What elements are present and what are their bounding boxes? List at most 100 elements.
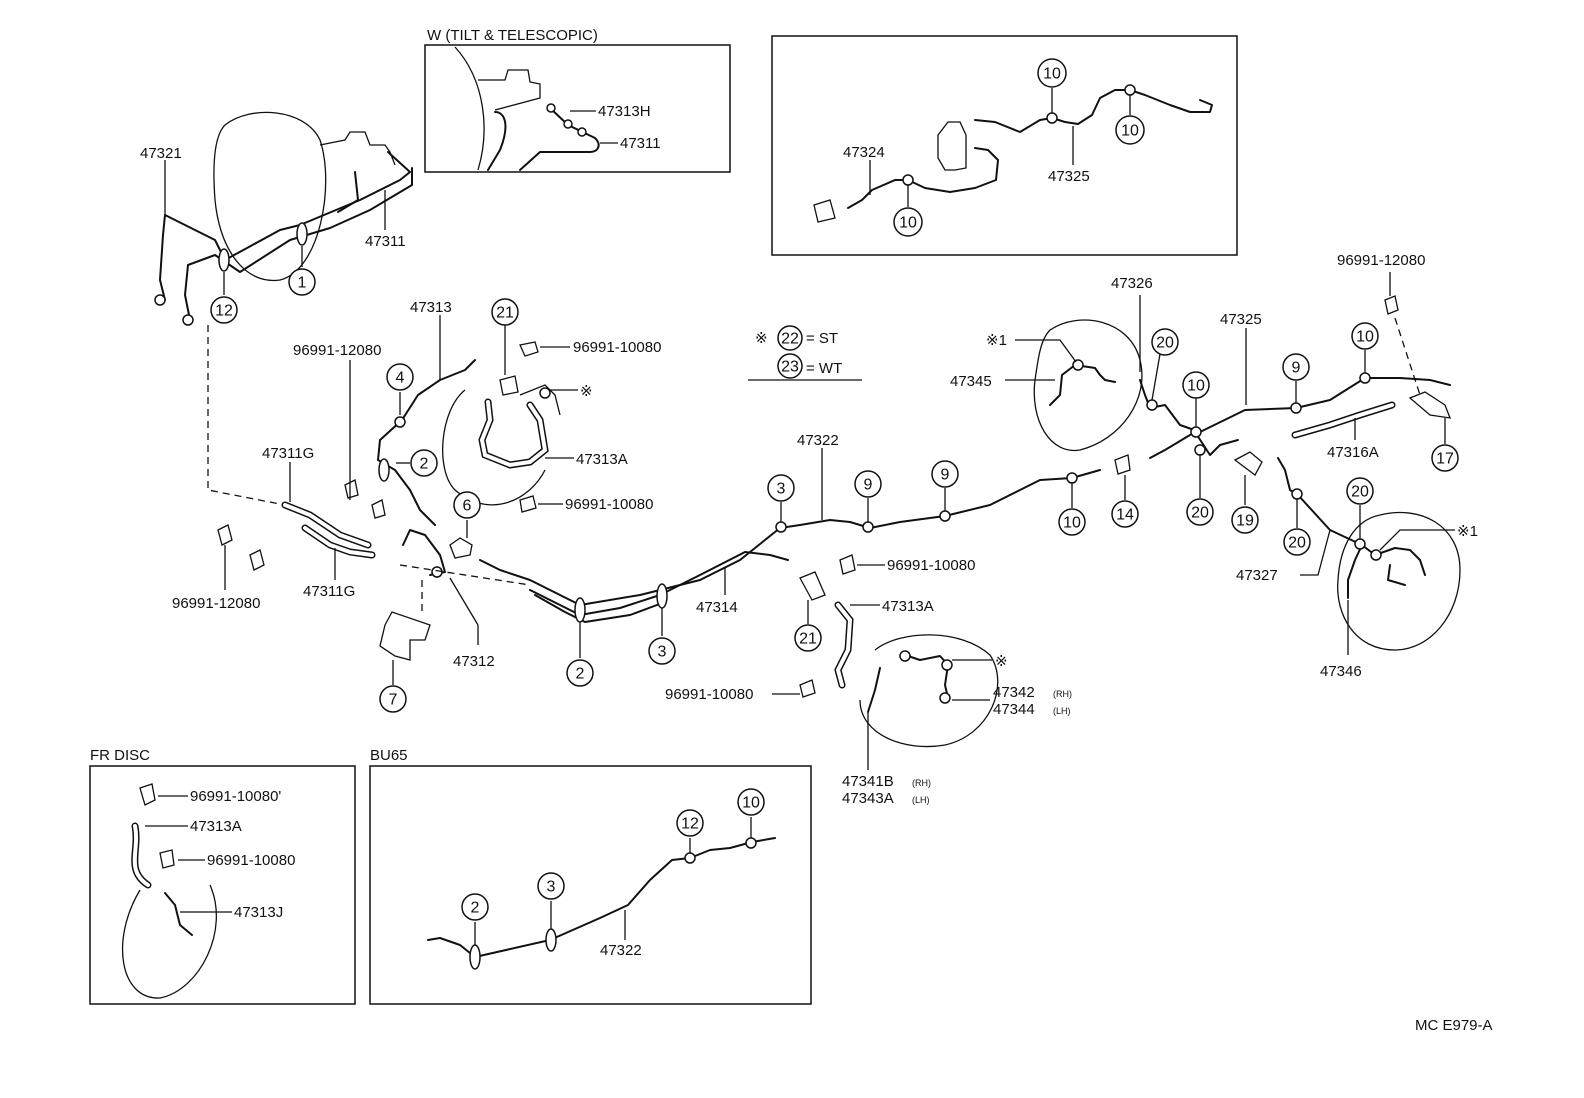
label-47312: 47312 [453, 653, 495, 670]
callout-10-bu65-text: 10 [742, 795, 760, 812]
callout-10-inset-a-text: 10 [1043, 66, 1061, 83]
label-47313A-disc: 47313A [190, 818, 242, 835]
page-code: MC E979-A [1415, 1017, 1493, 1034]
clip [344, 479, 359, 499]
callout-9-a-text: 9 [864, 477, 873, 494]
mark-1-a: ※1 [986, 332, 1007, 349]
label-47345: 47345 [950, 373, 992, 390]
rotor-front-right [859, 634, 999, 748]
clamp [218, 248, 230, 272]
clip [371, 499, 386, 519]
callout-9-c [1282, 353, 1310, 381]
hose-47313A-b-inner [835, 603, 853, 687]
callout-3-bu65-text: 3 [547, 879, 556, 896]
callout-17 [1431, 444, 1459, 472]
label-47313H: 47313H [598, 103, 651, 120]
callout-12-bu65 [676, 809, 704, 837]
pipe-47322 [479, 469, 1101, 606]
legend-row-1: = ST [806, 330, 838, 347]
label-47322: 47322 [797, 432, 839, 449]
callout-6-text: 6 [463, 498, 472, 515]
pipe-rear-right-2 [1387, 564, 1406, 586]
label-47313A-b: 47313A [882, 598, 934, 615]
callout-21-b [794, 624, 822, 652]
fitting [1072, 359, 1084, 371]
label-47326: 47326 [1111, 275, 1153, 292]
fr-disc-clip-1 [139, 783, 156, 806]
clamp-point [902, 174, 914, 186]
pipe-47327 [1277, 457, 1426, 576]
callout-10-bu65 [737, 788, 765, 816]
pipe-47321 [159, 151, 411, 301]
label-47313J: 47313J [234, 904, 283, 921]
tilt-booster-outline [454, 46, 485, 171]
top-right-pipe-47325 [974, 89, 1213, 133]
callout-3-a [767, 474, 795, 502]
clamp [1066, 472, 1078, 484]
mark-b: ※ [995, 653, 1008, 670]
hose-47316A-inner [1293, 403, 1394, 437]
callout-21-a [491, 298, 519, 326]
pipe-47342 [904, 654, 949, 699]
hoses-47311G: 47311G 47311G 96991-12080 [172, 445, 376, 612]
callout-9-b-text: 9 [941, 467, 950, 484]
callout-20-c [1283, 528, 1311, 556]
callout-6 [453, 491, 481, 519]
callout-17-text: 17 [1436, 451, 1454, 468]
leader [1300, 529, 1331, 576]
clip [839, 554, 856, 575]
label-47342-sub: (RH) [1053, 689, 1072, 699]
callout-10-a [1058, 508, 1086, 536]
bracket-21 [799, 571, 826, 601]
bu65-title: BU65 [370, 747, 408, 764]
clamp-point [1124, 84, 1136, 96]
fitting [154, 294, 166, 306]
label-47346: 47346 [1320, 663, 1362, 680]
rear-left-drum [1033, 319, 1143, 452]
fitting [539, 387, 551, 399]
callout-9-b [931, 460, 959, 488]
fr-disc-inset-frame [89, 765, 356, 1005]
bu65-inset: BU65 2 3 12 10 47322 [369, 747, 812, 1005]
fitting [899, 650, 911, 662]
callout-2-a-text: 2 [420, 456, 429, 473]
callout-3-bu65 [537, 872, 565, 900]
callout-10-b [1182, 371, 1210, 399]
hose-47311G-b-inner [303, 526, 374, 557]
clamp [1290, 402, 1302, 414]
mark-a: ※ [580, 383, 593, 400]
label-96991-12080-b: 96991-12080 [172, 595, 260, 612]
top-right-inset: 47324 47325 10 10 10 [771, 35, 1238, 256]
clip [519, 341, 539, 357]
leader [1015, 339, 1077, 363]
label-47321: 47321 [140, 145, 182, 162]
callout-21-b-text: 21 [799, 631, 817, 648]
label-47311G-b: 47311G [303, 583, 355, 600]
label-47311: 47311 [365, 233, 406, 250]
bu65-inset-frame [369, 765, 812, 1005]
callout-20-d [1346, 477, 1374, 505]
fr-disc-title: FR DISC [90, 747, 150, 764]
brake-caliper [499, 375, 519, 396]
callout-2-bu65-text: 2 [471, 900, 480, 917]
fitting [182, 314, 194, 326]
label-47324: 47324 [843, 144, 885, 161]
callout-7 [379, 685, 407, 713]
legend: ※ 22 = ST 23 = WT [748, 325, 862, 381]
callout-20-d-text: 20 [1351, 484, 1369, 501]
mark-1-b: ※1 [1457, 523, 1478, 540]
callout-10-inset-b-text: 10 [1121, 123, 1139, 140]
label-47342: 47342 [993, 684, 1035, 701]
hose-47311G-a-inner [283, 503, 370, 547]
legend-row-2: = WT [806, 360, 842, 377]
label-47341B-sub: (RH) [912, 778, 931, 788]
callout-12 [210, 296, 238, 324]
clip [799, 679, 816, 698]
label-96991-10080-c: 96991-10080 [887, 557, 975, 574]
label-96991-10080-a: 96991-10080 [573, 339, 661, 356]
brake-booster [213, 111, 327, 282]
legend-callout-23-text: 23 [781, 359, 799, 376]
label-96991-10080-b: 96991-10080 [565, 496, 653, 513]
left-front-section: 47313 4 2 96991-12080 ※ 21 96991-10080 4… [293, 298, 661, 526]
clamp [1291, 488, 1303, 500]
